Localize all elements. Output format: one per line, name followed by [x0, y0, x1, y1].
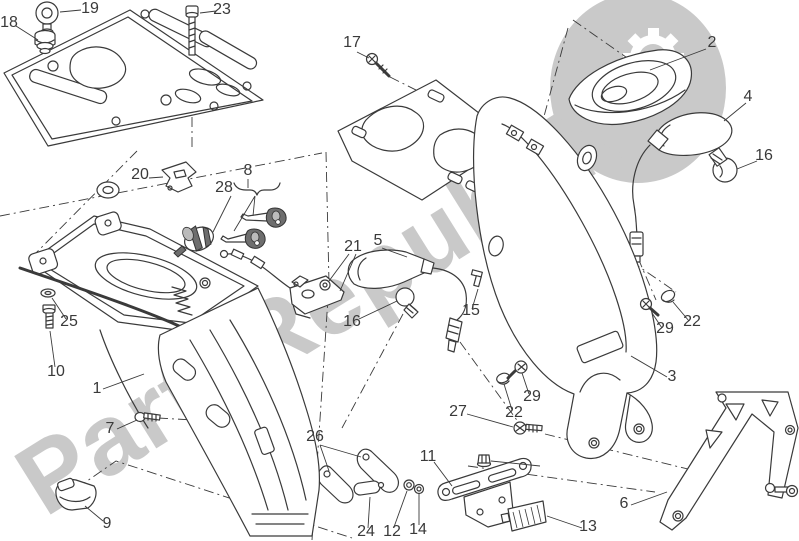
callout-20: 20	[131, 166, 149, 183]
callout-28: 28	[215, 179, 233, 196]
turn-indicator-right	[629, 112, 733, 263]
carrier-bolt	[185, 5, 199, 56]
rear-fender	[473, 96, 658, 460]
lock-barrel	[173, 225, 214, 258]
callout-29-lower: 29	[523, 388, 541, 405]
callout-5: 5	[374, 232, 383, 249]
key-a	[240, 207, 287, 228]
key-set-brace	[233, 182, 281, 232]
callout-4: 4	[744, 88, 753, 105]
callout-9: 9	[103, 515, 112, 532]
tail-light	[568, 49, 692, 126]
washer-left	[40, 288, 56, 298]
callout-26: 26	[306, 428, 324, 445]
callout-17: 17	[343, 34, 361, 51]
seat-gasket	[337, 79, 515, 201]
callout-13: 13	[579, 518, 597, 535]
callout-12: 12	[383, 523, 401, 540]
callout-15: 15	[462, 302, 480, 319]
callout-24: 24	[357, 523, 375, 540]
callout-7: 7	[106, 420, 115, 437]
side-cover	[55, 477, 97, 511]
callout-8: 8	[244, 162, 253, 179]
carrier-damper	[34, 29, 56, 55]
callout-labels: 18 19 23 17 2 4 16 20 8 28 21 5 15 16 25…	[0, 0, 773, 540]
bulb-center	[395, 287, 419, 319]
carrier-plate	[3, 8, 264, 147]
callout-10: 10	[47, 363, 65, 380]
bolt-left	[42, 304, 56, 329]
bulb-right	[708, 147, 738, 183]
callout-11: 11	[420, 448, 437, 465]
callout-18: 18	[0, 14, 18, 31]
turn-indicator-left	[347, 249, 467, 353]
screw-fender	[134, 411, 161, 423]
washer-small-b	[413, 483, 425, 495]
washer-small-a	[403, 479, 415, 491]
leader-lines	[15, 9, 758, 529]
callout-16-center: 16	[343, 313, 361, 330]
callout-25: 25	[60, 313, 78, 330]
callout-29-upper: 29	[656, 320, 674, 337]
washer-upper-right	[660, 289, 676, 303]
gasket-screw	[365, 52, 391, 78]
callout-22-lower: 22	[505, 404, 523, 421]
callout-22-upper: 22	[683, 313, 701, 330]
latch-hook	[161, 161, 197, 193]
key-b	[220, 228, 266, 249]
callout-27: 27	[449, 403, 467, 420]
screw-upper-right	[639, 297, 660, 317]
callout-1: 1	[93, 380, 102, 397]
fender-bottom	[18, 211, 320, 537]
seat-latch	[219, 248, 345, 319]
number-plate-holder	[659, 391, 799, 531]
callout-3: 3	[668, 368, 677, 385]
grommet	[96, 181, 120, 199]
callout-19: 19	[81, 0, 99, 17]
callout-6: 6	[620, 495, 629, 512]
screw-lower	[506, 360, 528, 380]
callout-16-right: 16	[755, 147, 773, 164]
bolt-lower	[513, 421, 543, 435]
flanged-nut	[476, 454, 541, 468]
reflector-rect	[500, 500, 547, 532]
callout-2: 2	[708, 34, 717, 51]
callout-21: 21	[344, 238, 362, 255]
reflector-oval	[353, 480, 385, 496]
callout-14: 14	[409, 521, 427, 538]
push-clip	[470, 269, 483, 288]
callout-23: 23	[213, 1, 231, 18]
